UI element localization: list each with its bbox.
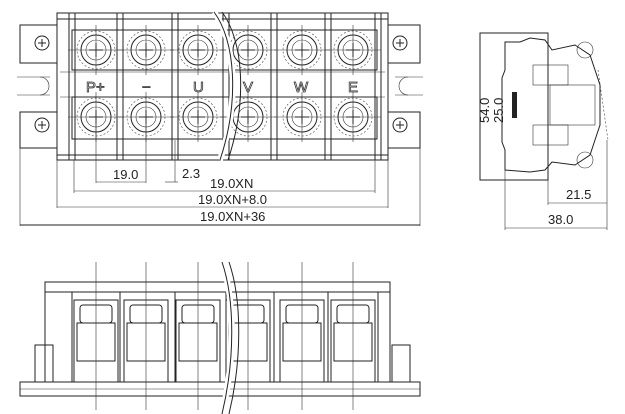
dim-overall: 19.0XN+36	[200, 209, 265, 224]
terminal-screw-icon	[68, 25, 124, 75]
terminal-clamp	[73, 262, 119, 410]
top-view: P+ − U V W E	[17, 10, 423, 161]
terminal-screw-icon	[325, 92, 381, 142]
divider-rib	[68, 12, 76, 161]
mounting-screw-icon	[392, 117, 408, 133]
label-p-plus: P+	[86, 79, 105, 96]
dim-span-n: 19.0XN	[210, 176, 253, 191]
label-minus: −	[142, 79, 151, 96]
top-view-dimensions: 19.0 2.3 19.0XN 19.0XN+8.0 19.0XN+36	[19, 117, 421, 226]
label-v: V	[243, 79, 253, 96]
label-e: E	[348, 79, 358, 96]
right-mounting-ear-top	[387, 24, 421, 64]
mounting-screw-icon	[34, 35, 50, 51]
divider-rib	[116, 12, 124, 161]
front-view	[19, 261, 421, 414]
divider-rib	[324, 12, 332, 161]
dim-span-n-plus-8: 19.0XN+8.0	[198, 192, 267, 207]
label-u: U	[193, 79, 204, 96]
terminal-clamp	[123, 262, 169, 410]
dim-pitch: 19.0	[113, 167, 138, 182]
divider-rib	[270, 12, 278, 161]
terminal-clamp	[330, 262, 376, 410]
side-view: 54.0 25.0 21.5 38.0	[477, 32, 609, 230]
terminal-screw-icon	[220, 25, 276, 75]
dim-gap: 2.3	[182, 166, 200, 181]
right-mounting-ear-bottom	[387, 111, 421, 149]
terminal-screw-icon	[274, 92, 330, 142]
terminal-screw-icon	[170, 25, 226, 75]
divider-rib	[374, 12, 382, 161]
label-w: W	[294, 79, 309, 96]
dim-depth-inner: 21.5	[566, 187, 591, 202]
mounting-screw-icon	[392, 35, 408, 51]
terminal-screw-icon	[274, 25, 330, 75]
terminal-screw-icon	[118, 25, 174, 75]
terminal-screw-icon	[325, 25, 381, 75]
left-mounting-ear-bottom	[19, 111, 58, 149]
dim-depth-total: 38.0	[548, 212, 573, 227]
terminal-clamp	[175, 262, 221, 410]
divider-rib	[171, 12, 179, 161]
terminal-screw-icon	[170, 92, 226, 142]
dim-height-total: 54.0	[477, 98, 492, 123]
dim-height-inner: 25.0	[491, 98, 506, 123]
mounting-screw-icon	[34, 117, 50, 133]
left-mounting-ear-top	[19, 24, 58, 64]
divider-rib	[222, 12, 230, 161]
terminal-clamp	[279, 262, 325, 410]
